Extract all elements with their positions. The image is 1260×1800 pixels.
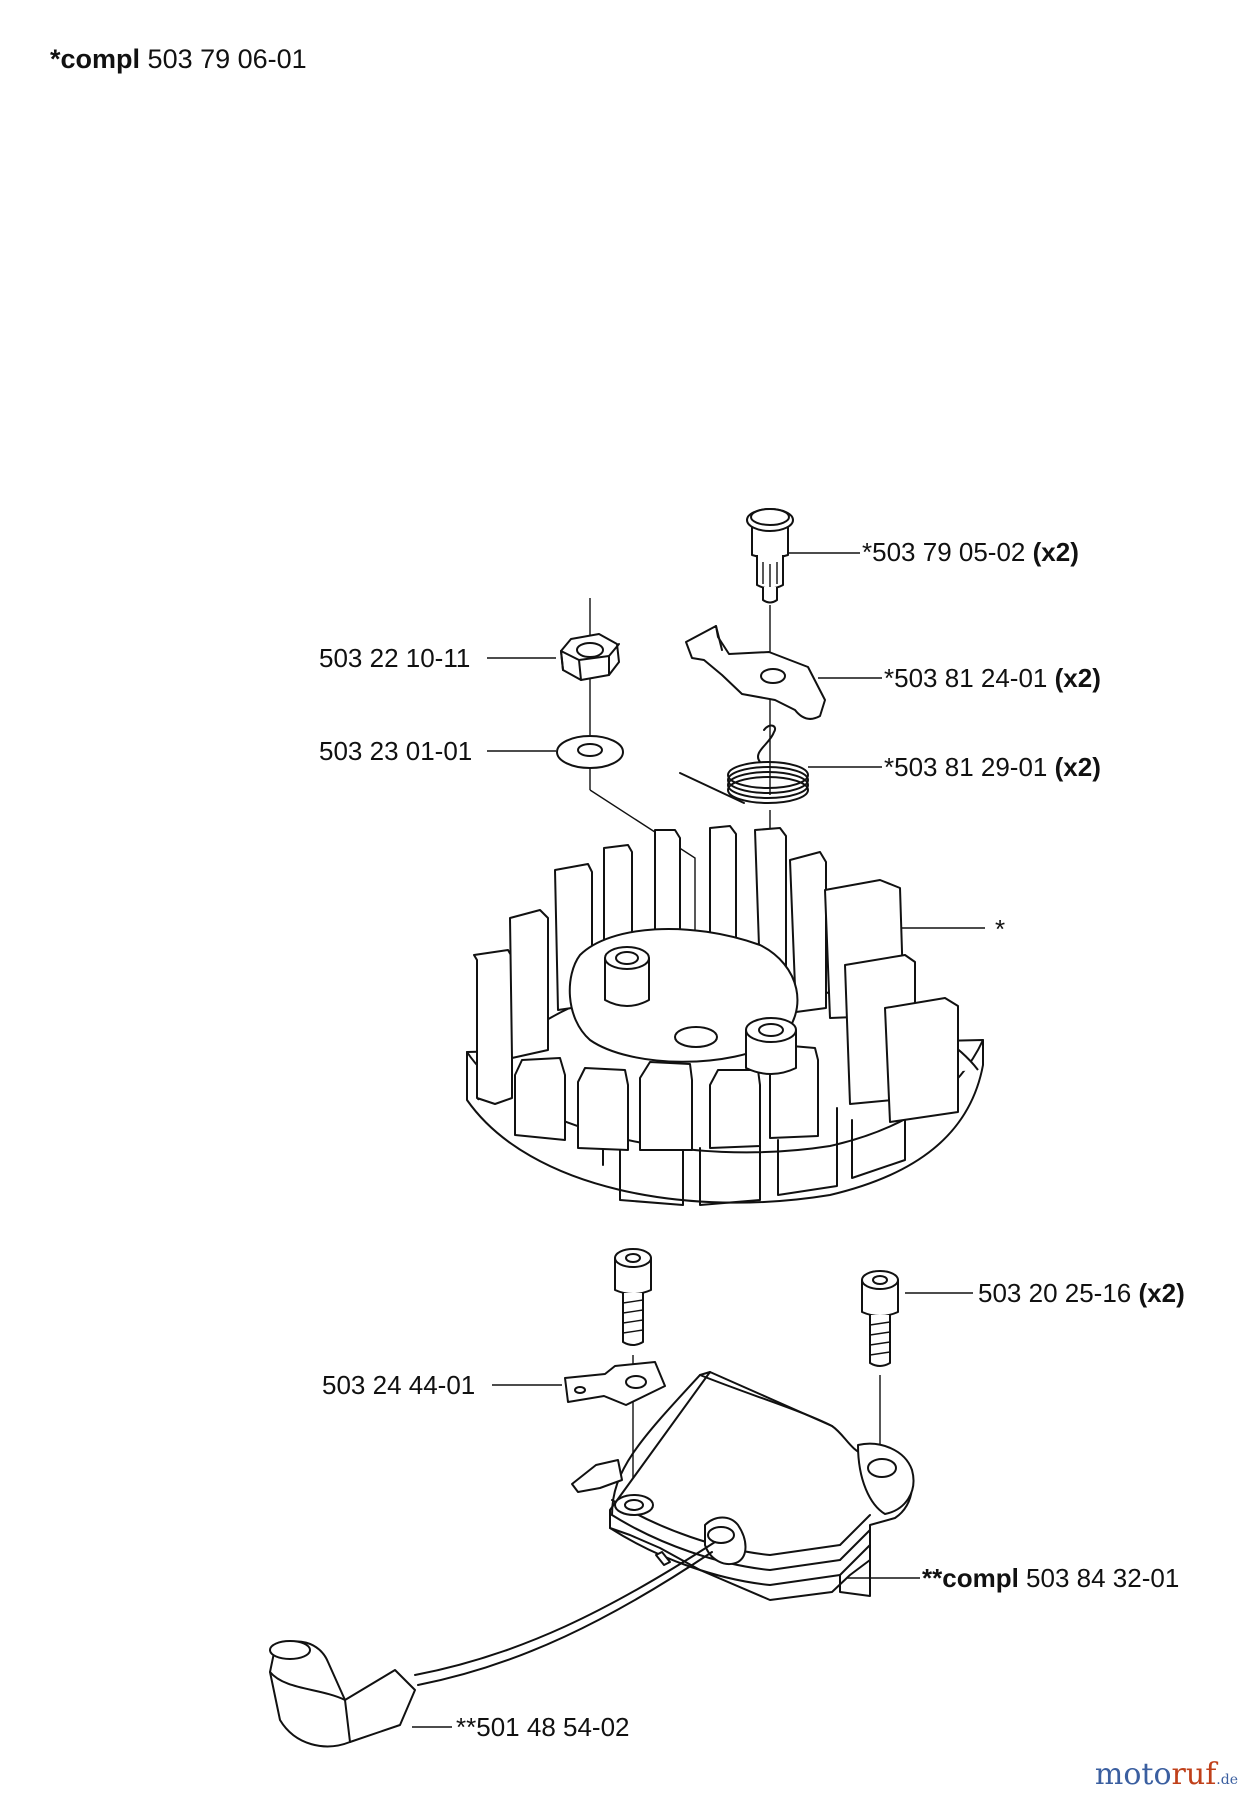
screw-left-part: [614, 1248, 652, 1346]
ignition-module-part: [571, 1371, 915, 1601]
pawl-part: [685, 625, 826, 720]
screw-right-part: [861, 1270, 899, 1367]
washer-part: [556, 735, 624, 769]
watermark-logo: motoruf.de: [1094, 1757, 1238, 1792]
callout-spring: *503 81 29-01 (x2): [884, 752, 1101, 782]
callout-flywheel: *: [995, 914, 1006, 944]
flywheel-part: [466, 825, 984, 1206]
callout-screw: 503 20 25-16 (x2): [978, 1278, 1185, 1308]
callout-terminal: 503 24 44-01: [322, 1370, 476, 1400]
callout-pawl: *503 81 24-01 (x2): [884, 663, 1101, 693]
callout-pin: *503 79 05-02 (x2): [862, 537, 1079, 567]
nut-part: [560, 633, 620, 681]
callout-spark-plug-boot: **501 48 54-02: [456, 1712, 630, 1742]
spring-part: [679, 724, 809, 804]
pin-part: [746, 508, 794, 604]
header-number: 503 79 06-01: [147, 44, 307, 74]
leader-lines: [412, 552, 985, 1728]
spark-plug-boot-part: [269, 1541, 716, 1748]
assembly-header: *compl 503 79 06-01: [50, 44, 307, 75]
header-prefix: *compl: [50, 44, 141, 74]
callout-washer: 503 23 01-01: [319, 736, 473, 766]
callout-ignition-module: **compl 503 84 32-01: [922, 1563, 1180, 1593]
callout-nut: 503 22 10-11: [319, 643, 471, 673]
terminal-part: [564, 1361, 666, 1406]
